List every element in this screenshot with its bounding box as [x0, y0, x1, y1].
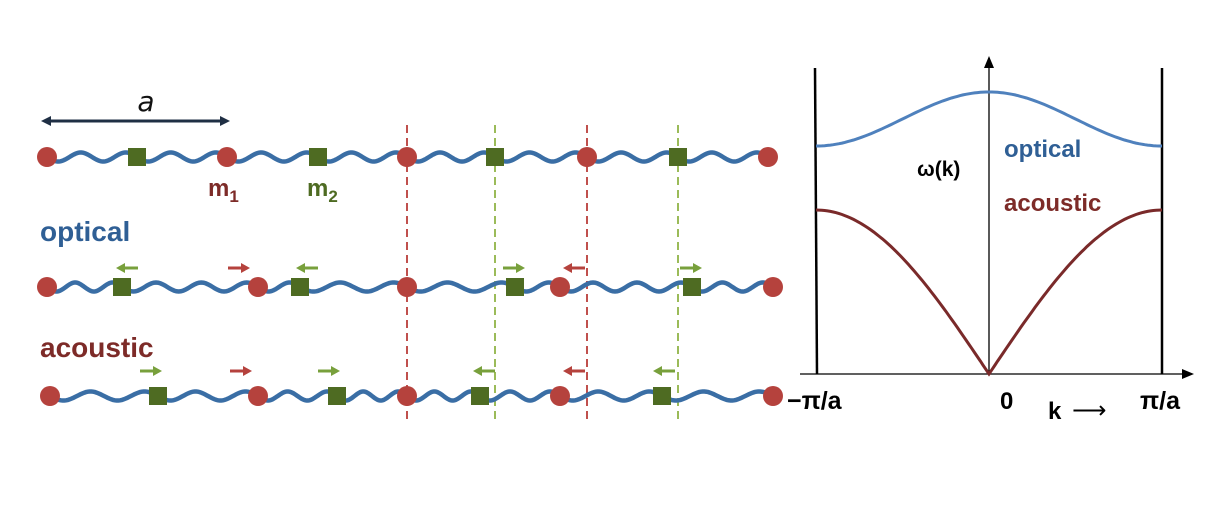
acoustic-row-displacement-arrowhead — [331, 366, 340, 376]
optical-row-mass1-atom — [397, 277, 417, 297]
acoustic-branch-curve — [815, 208, 1163, 377]
equilibrium-row-spring — [44, 150, 140, 164]
optical-row-displacement-arrowhead — [296, 263, 305, 273]
acoustic-row-spring — [404, 389, 483, 403]
acoustic-row-spring — [47, 389, 161, 403]
optical-row-spring — [119, 280, 261, 294]
equilibrium-row-mass2-atom — [669, 148, 687, 166]
x-tick-zero: 0 — [1000, 388, 1013, 415]
equilibrium-row-mass2-atom — [486, 148, 504, 166]
equilibrium-row-mass2-atom — [309, 148, 327, 166]
equilibrium-row-mass2-atom — [128, 148, 146, 166]
equilibrium-row-spring — [315, 150, 410, 164]
acoustic-row-displacement-arrowhead — [473, 366, 482, 376]
optical-row-displacement-arrowhead — [516, 263, 525, 273]
acoustic-row-spring — [477, 389, 563, 403]
optical-branch-label: optical — [1004, 136, 1081, 163]
acoustic-row-mass2-atom — [328, 387, 346, 405]
acoustic-branch-label: acoustic — [1004, 190, 1101, 217]
equilibrium-row-mass1-atom — [37, 147, 57, 167]
optical-row-mass2-atom — [506, 278, 524, 296]
x-axis-label-arrow: ⟶ — [1072, 396, 1106, 424]
x-axis-label: k — [1048, 398, 1062, 425]
equilibrium-row-mass1-atom — [758, 147, 778, 167]
optical-row-displacement-arrowhead — [563, 263, 572, 273]
x-tick-right: π/a — [1140, 387, 1181, 415]
equilibrium-row-spring — [584, 150, 681, 164]
equilibrium-row-spring — [224, 150, 321, 164]
acoustic-row-spring — [155, 389, 261, 403]
equilibrium-row-mass1-atom — [397, 147, 417, 167]
optical-row-mass1-atom — [248, 277, 268, 297]
lattice-spacing-label: a — [137, 85, 154, 118]
acoustic-row-spring — [255, 389, 340, 403]
equilibrium-row-spring — [675, 150, 771, 164]
acoustic-row-mass1-atom — [248, 386, 268, 406]
optical-row-spring — [689, 280, 776, 294]
x-tick-left: −π/a — [787, 387, 843, 415]
optical-row-mass2-atom — [683, 278, 701, 296]
equilibrium-row-mass1-atom — [217, 147, 237, 167]
lattice-panel: a m1 m2 optical acoustic — [37, 85, 783, 420]
acoustic-row-displacement-arrowhead — [653, 366, 662, 376]
acoustic-row-spring — [334, 389, 410, 403]
mass2-label: m2 — [307, 175, 338, 206]
acoustic-row-displacement-arrowhead — [153, 366, 162, 376]
acoustic-row-mass2-atom — [471, 387, 489, 405]
equilibrium-row-spring — [404, 150, 498, 164]
acoustic-row-mass1-atom — [397, 386, 417, 406]
optical-row-mass2-atom — [113, 278, 131, 296]
acoustic-row-mass1-atom — [40, 386, 60, 406]
equilibrium-row-mass1-atom — [577, 147, 597, 167]
optical-row-mass1-atom — [763, 277, 783, 297]
optical-row-displacement-arrowhead — [241, 263, 250, 273]
optical-branch-curve — [816, 90, 1162, 148]
optical-row-spring — [297, 280, 410, 294]
equilibrium-row-spring — [134, 150, 230, 164]
acoustic-row-spring — [659, 389, 776, 403]
optical-row-mass2-atom — [291, 278, 309, 296]
optical-row-spring — [404, 280, 518, 294]
optical-row-mass1-atom — [37, 277, 57, 297]
zone-boundary-left — [813, 67, 819, 375]
optical-mode-label: optical — [40, 216, 130, 247]
acoustic-row-displacement-arrowhead — [243, 366, 252, 376]
optical-row-displacement-arrowhead — [693, 263, 702, 273]
acoustic-row-mass1-atom — [550, 386, 570, 406]
optical-row-spring — [44, 280, 125, 294]
y-axis-label: ω(k) — [917, 158, 960, 181]
acoustic-row-mass1-atom — [763, 386, 783, 406]
acoustic-row-displacement-arrowhead — [563, 366, 572, 376]
optical-row-mass1-atom — [550, 277, 570, 297]
acoustic-mode-label: acoustic — [40, 332, 154, 363]
equilibrium-row-spring — [492, 150, 590, 164]
optical-row-displacement-arrowhead — [116, 263, 125, 273]
acoustic-row-mass2-atom — [653, 387, 671, 405]
acoustic-row-mass2-atom — [149, 387, 167, 405]
mass1-label: m1 — [208, 175, 239, 206]
dispersion-plot: ω(k) optical acoustic −π/a 0 π/a k ⟶ — [787, 56, 1194, 425]
acoustic-row-spring — [557, 389, 665, 403]
optical-row-spring — [557, 280, 695, 294]
